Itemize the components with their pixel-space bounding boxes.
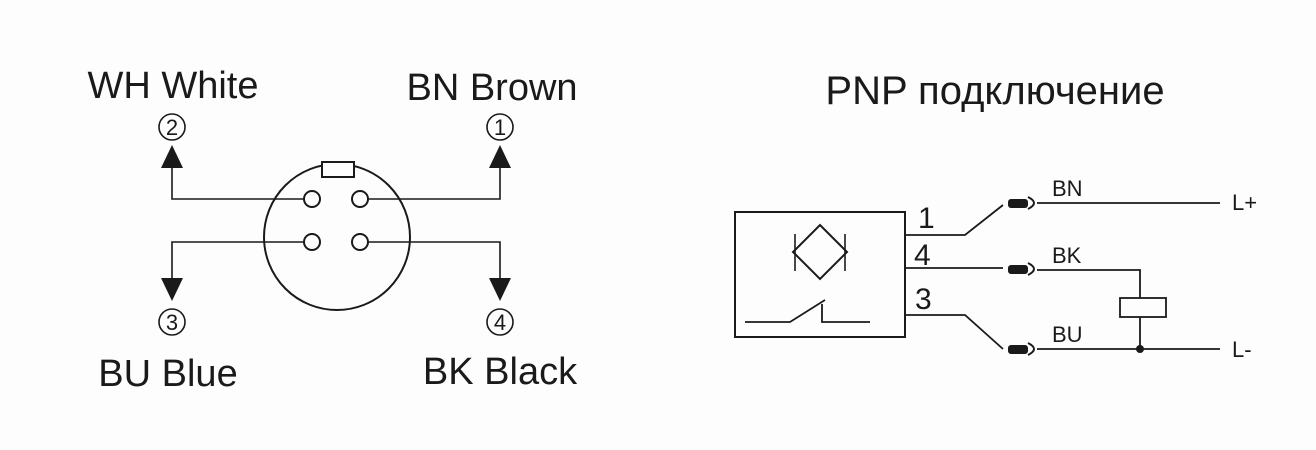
wire-1-brown bbox=[905, 204, 1004, 236]
sensor-pin-4: 4 bbox=[914, 239, 931, 272]
pin-socket-2 bbox=[303, 190, 321, 208]
supply-negative: L- bbox=[1232, 337, 1252, 362]
sensor-pin-3: 3 bbox=[915, 283, 932, 316]
label-black: BK Black bbox=[423, 351, 578, 393]
pin-badge-4 bbox=[486, 308, 514, 336]
output-wires bbox=[905, 202, 1220, 350]
pin-badge-2 bbox=[158, 113, 186, 141]
label-white: WH White bbox=[88, 65, 259, 107]
arrow-up-white-icon bbox=[161, 145, 183, 168]
pin-badge-1 bbox=[486, 113, 514, 141]
pin-badge-1-number: 1 bbox=[494, 115, 506, 140]
lead-brown bbox=[368, 165, 501, 200]
sensor-pin-1: 1 bbox=[918, 202, 935, 235]
arrow-up-brown-icon bbox=[489, 145, 511, 168]
pin-badge-3-number: 3 bbox=[166, 310, 178, 335]
pin-badge-3 bbox=[158, 308, 186, 336]
sensor-symbol bbox=[734, 211, 906, 338]
label-brown: BN Brown bbox=[406, 67, 577, 109]
wire-label-bn: BN bbox=[1052, 176, 1083, 201]
pin-socket-1 bbox=[351, 190, 369, 208]
junction-dot bbox=[1136, 345, 1144, 353]
connector-key bbox=[321, 161, 355, 178]
pin-socket-3 bbox=[303, 233, 321, 251]
wiring-title: PNP подключение bbox=[825, 69, 1164, 113]
supply-positive: L+ bbox=[1232, 190, 1257, 215]
load-relay-icon bbox=[1119, 297, 1167, 318]
label-blue: BU Blue bbox=[98, 353, 237, 395]
sensor-box bbox=[734, 211, 906, 338]
connector-body bbox=[263, 163, 411, 311]
pin-socket-4 bbox=[351, 233, 369, 251]
arrow-down-blue-icon bbox=[161, 278, 183, 301]
arrow-down-black-icon bbox=[489, 278, 511, 301]
lead-white bbox=[171, 165, 304, 200]
wire-3-blue bbox=[905, 314, 1004, 350]
connector-pinout bbox=[171, 161, 501, 311]
pin-number-badges: 2 1 3 4 bbox=[158, 113, 514, 336]
wire-label-bu: BU bbox=[1052, 322, 1083, 347]
sensor-diamond-icon bbox=[791, 223, 849, 281]
lead-black bbox=[368, 241, 501, 278]
lead-blue bbox=[171, 241, 304, 278]
switch-contact-icon bbox=[745, 299, 826, 323]
wire-label-bk: BK bbox=[1052, 243, 1082, 268]
pin-badge-2-number: 2 bbox=[166, 115, 178, 140]
connector-symbols bbox=[1008, 196, 1035, 356]
pin-badge-4-number: 4 bbox=[494, 310, 506, 335]
